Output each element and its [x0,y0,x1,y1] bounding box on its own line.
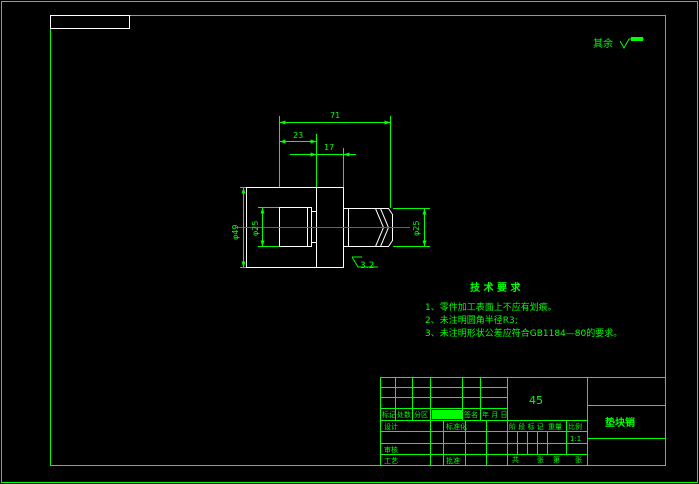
tb-sheets-unit: 张 [537,455,544,464]
tb-label-process: 工艺 [384,457,398,465]
dim-length-b: 17 [324,143,334,152]
surface-finish-icon [619,37,644,50]
tb-stage-label: 阶 段 标 记 [509,422,544,431]
tb-header-zone: 分区 [414,410,428,419]
surface-finish-note: 其余 [593,37,644,50]
drawing-frame [50,15,666,466]
dim-diameter-inner: φ25 [251,221,260,236]
tb-label-standard: 标准化 [446,422,467,431]
tb-part-name: 垫块销 [605,416,635,429]
dim-diameter-pin: φ25 [412,221,421,236]
tb-header-date: 年 月 日 [482,410,507,419]
tb-weight-label: 重量 [548,423,562,431]
tb-header-sign: 签名 [464,410,478,419]
tb-scale-label: 比例 [568,422,582,431]
tb-scale-value: 1:1 [570,435,581,443]
tb-material: 45 [529,394,543,407]
tb-sheet-no: 第 [553,455,560,464]
tech-req-item: 3、未注明形状公差应符合GB1184—80的要求。 [425,327,622,339]
tech-requirements: 技 术 要 求 1、零件加工表面上不应有划痕。 2、未注明圆角半径R3; 3、未… [425,281,622,339]
dimensions [240,116,430,268]
tb-label-approve: 批准 [446,456,460,465]
corner-label-box [50,15,130,29]
tech-req-title: 技 术 要 求 [470,281,521,294]
tech-req-item: 1、零件加工表面上不应有划痕。 [425,301,557,313]
title-block [380,377,666,466]
tech-req-item: 2、未注明圆角半径R3; [425,314,518,326]
part-view [236,187,410,268]
surface-finish-label: 其余 [593,37,613,50]
dim-diameter-body: φ49 [231,225,240,240]
dim-roughness: 3.2 [360,261,374,271]
tb-header-count: 处数 [397,410,411,419]
dim-length-a: 23 [293,131,303,140]
tb-sheets-total: 共 [512,455,519,464]
tb-header-mark: 标记 [382,410,396,419]
tb-label-review: 审核 [384,445,398,454]
title-block-highlight [432,410,462,419]
title-block-text: 标记 处数 分区 签名 年 月 日 设计 审核 工艺 标准化 批准 阶 段 标 … [382,410,582,465]
tb-sheet-unit: 张 [575,455,582,464]
tb-label-design: 设计 [384,422,398,431]
dim-overall-length: 71 [330,111,340,120]
